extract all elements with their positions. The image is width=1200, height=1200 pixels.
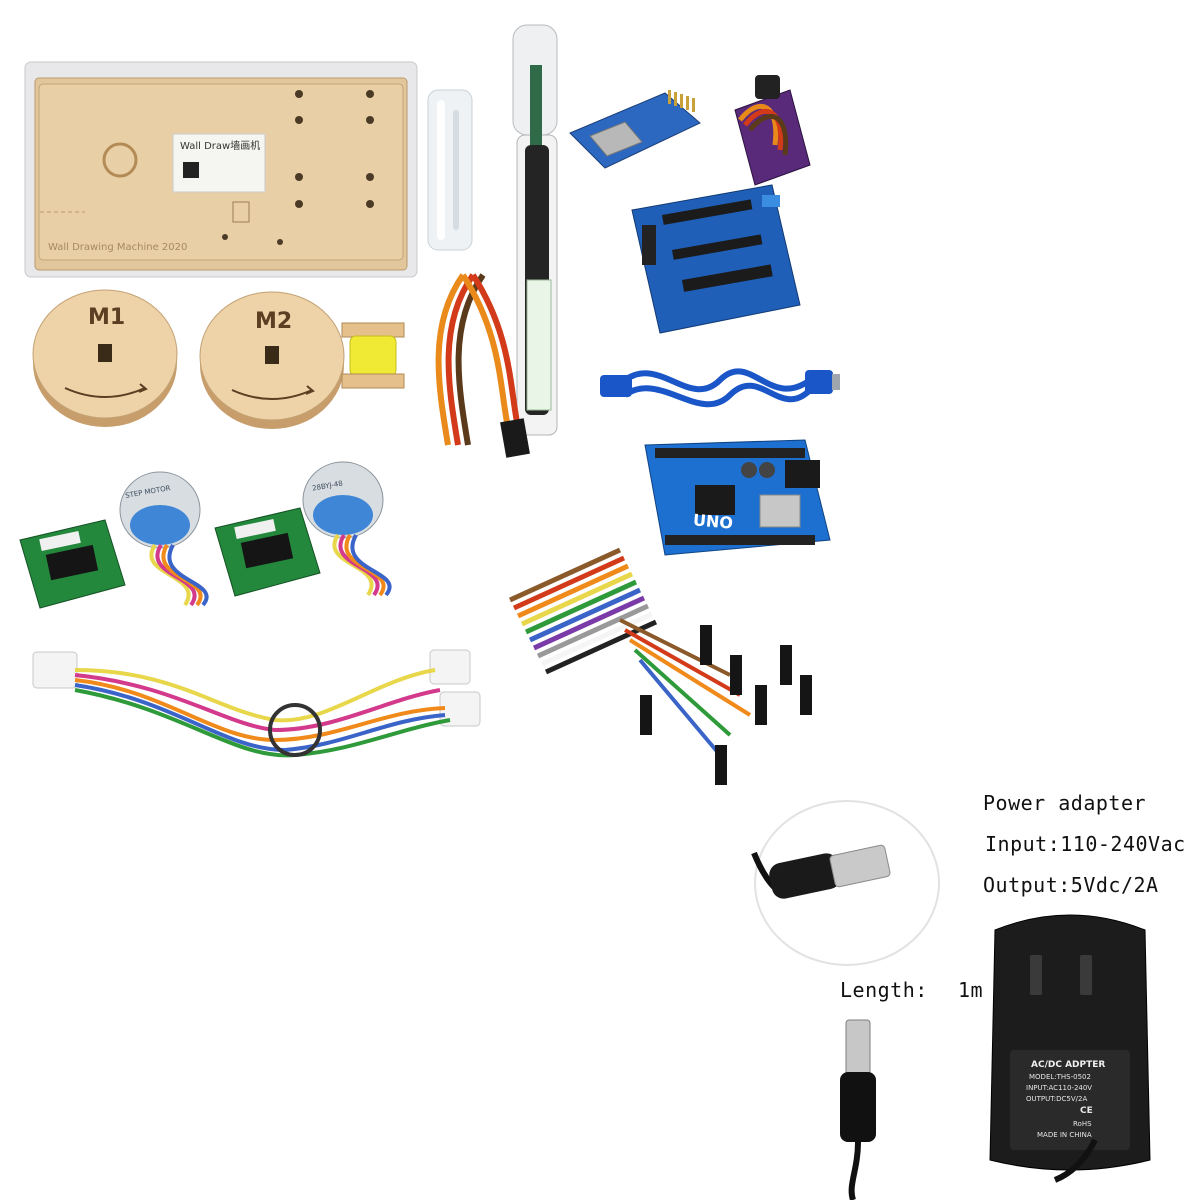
- stepper-motor-2: [302, 461, 392, 597]
- sd-card-module: [569, 90, 701, 169]
- wooden-board-package: [24, 61, 418, 278]
- pulley-m2: [199, 291, 345, 429]
- sensor-shield-board: [631, 184, 801, 334]
- adapter-length-value: 1m: [958, 978, 984, 1002]
- stepper-motor-1: [119, 471, 209, 607]
- servo-motor: [734, 75, 811, 186]
- adapter-input: Input:110-240Vac: [985, 832, 1186, 856]
- adapter-label-title: AC/DC ADPTER: [1031, 1060, 1106, 1070]
- adapter-label-output: OUTPUT:DC5V/2A: [1026, 1095, 1088, 1103]
- adapter-label-rohs: RoHS: [1073, 1120, 1092, 1128]
- adapter-output: Output:5Vdc/2A: [983, 873, 1159, 897]
- arduino-uno-board: [644, 439, 831, 556]
- adapter-label-input: INPUT:AC110-240V: [1026, 1084, 1093, 1092]
- clear-tube: [427, 89, 473, 251]
- stepper-driver-board-1: [19, 519, 126, 609]
- stepper-extension-cable: [32, 649, 481, 758]
- usb-cable: [600, 368, 840, 408]
- pulley-m2-label: M2: [255, 309, 293, 334]
- dc-barrel-plug: [840, 1019, 876, 1200]
- servo-extension-cable: [435, 273, 530, 458]
- board-label: Wall Draw墙画机: [180, 141, 261, 152]
- uno-label: UNO: [692, 510, 734, 533]
- thread-spool: [341, 322, 405, 389]
- adapter-label-model: MODEL:THS-0502: [1029, 1073, 1091, 1081]
- marker-pen: [512, 24, 558, 436]
- pulley-m1-label: M1: [88, 305, 126, 330]
- adapter-label-origin: MADE IN CHINA: [1037, 1131, 1092, 1139]
- dupont-jumper-wires: [508, 547, 812, 785]
- pulley-m1: [32, 289, 178, 427]
- adapter-title: Power adapter: [983, 791, 1147, 815]
- dc-plug-closeup: [751, 800, 940, 966]
- adapter-length-label: Length:: [840, 978, 928, 1002]
- adapter-label-ce: CE: [1080, 1106, 1093, 1116]
- board-footer-text: Wall Drawing Machine 2020: [48, 242, 188, 253]
- stepper-driver-board-2: [214, 507, 321, 597]
- power-adapter-body: [989, 914, 1151, 1183]
